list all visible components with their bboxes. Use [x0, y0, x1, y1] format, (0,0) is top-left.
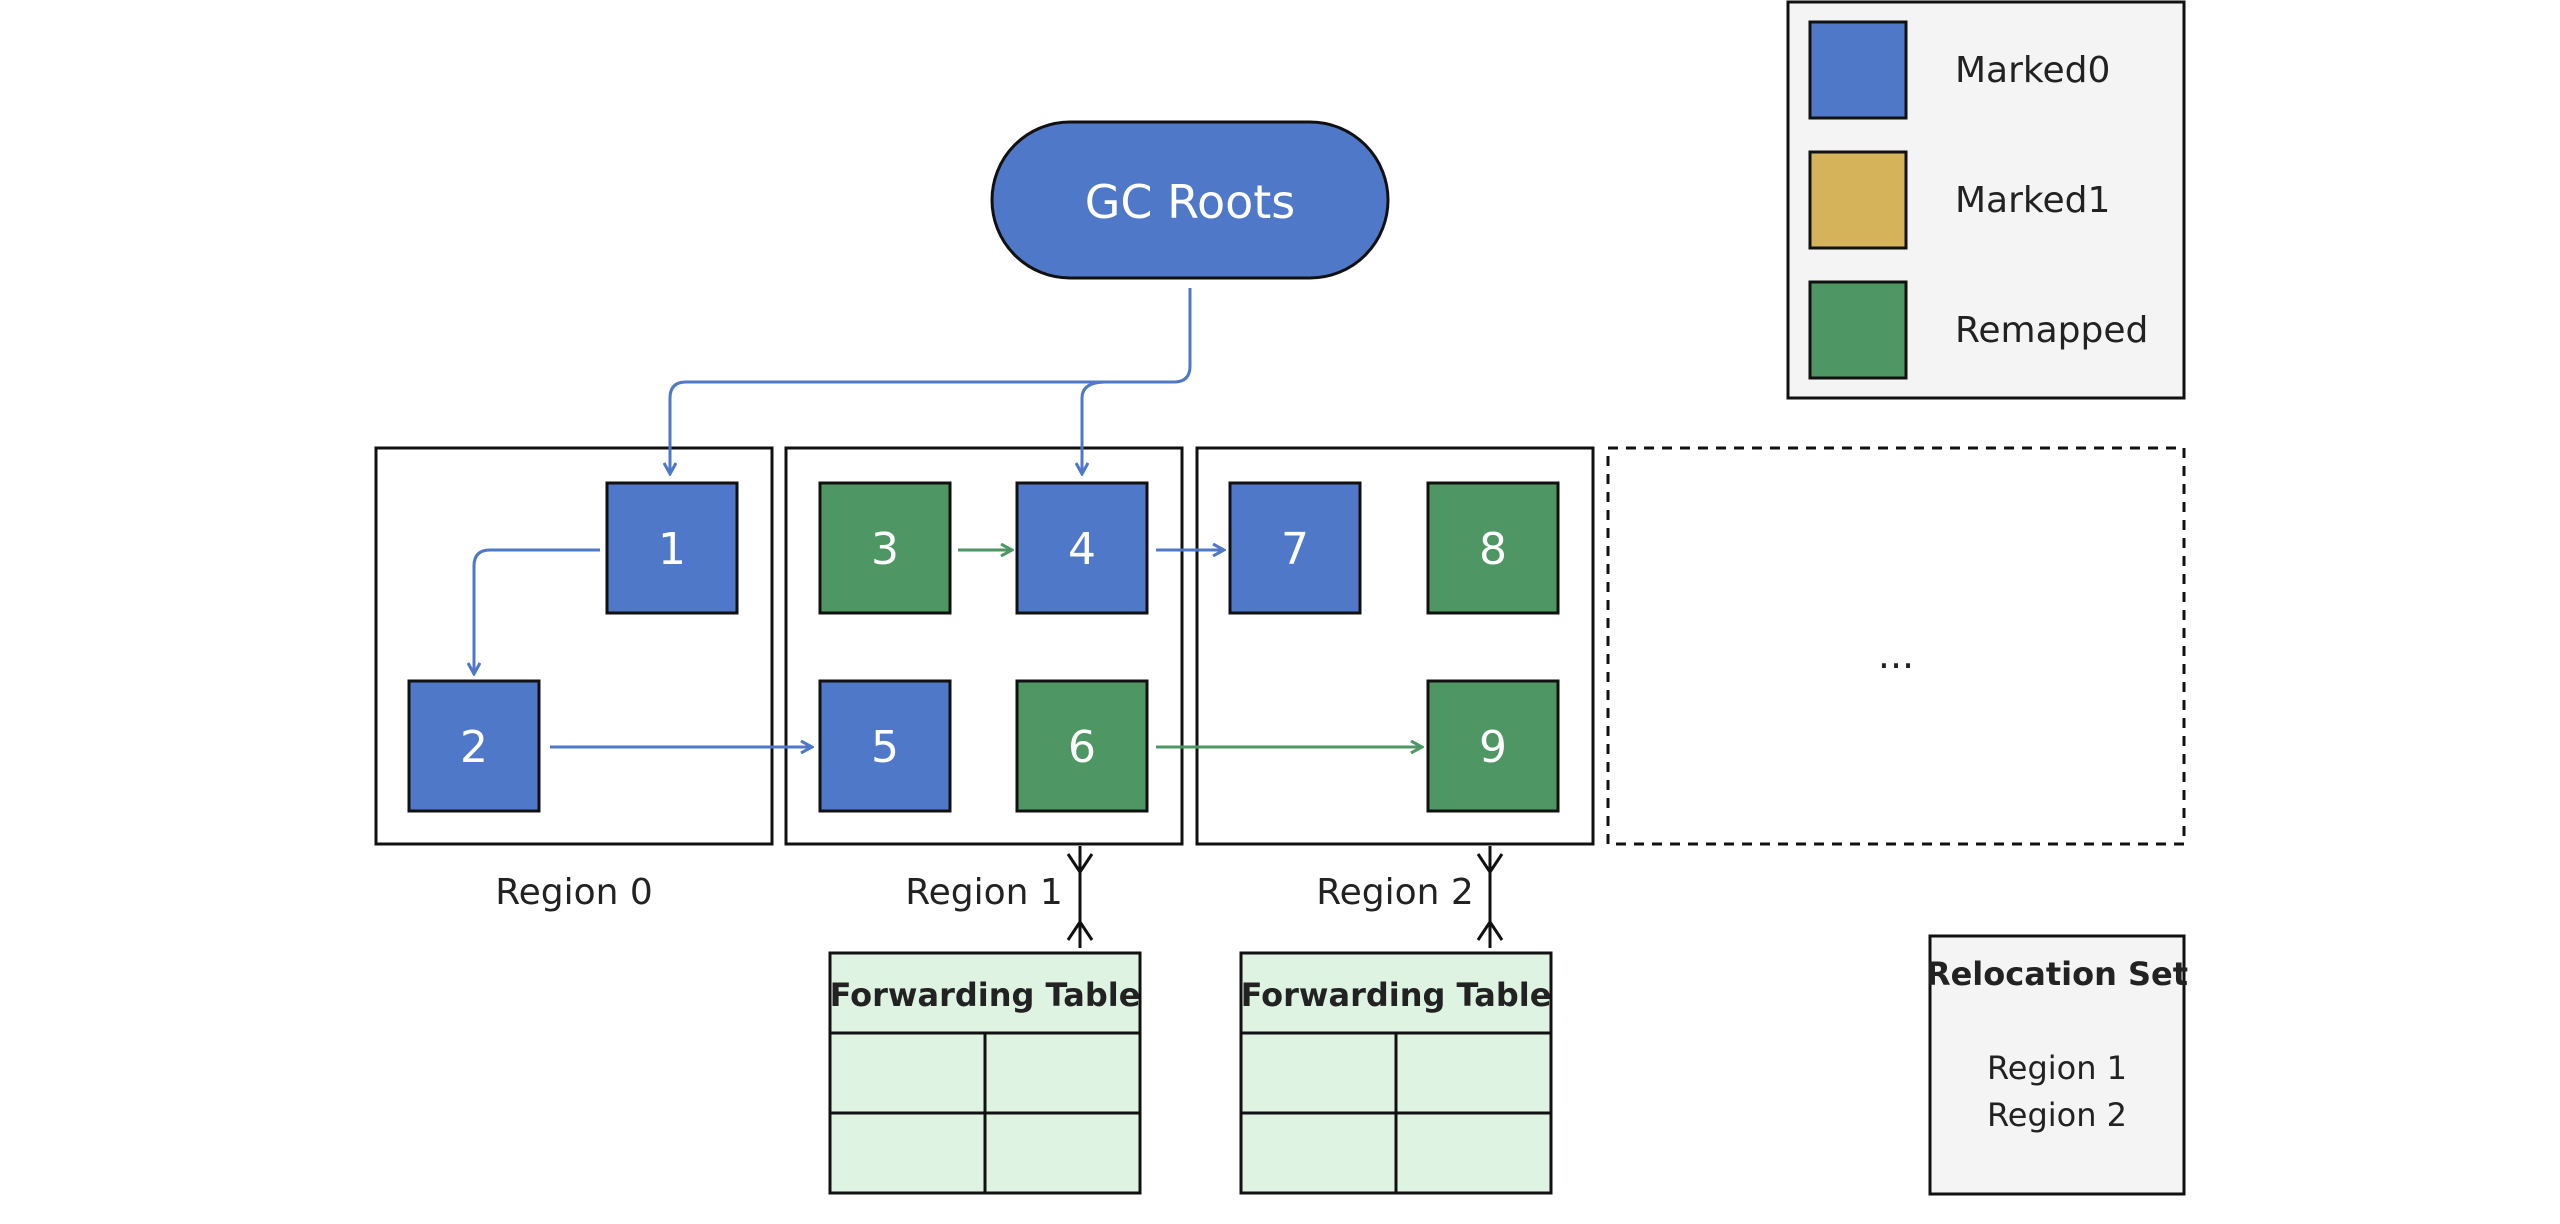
- object-5-label: 5: [871, 722, 899, 773]
- forwarding-table-2-title: Forwarding Table: [1241, 976, 1552, 1014]
- relocation-set-title: Relocation Set: [1926, 955, 2188, 993]
- legend-label-remapped: Remapped: [1955, 310, 2148, 351]
- legend-swatch-marked0: [1808, 20, 1908, 120]
- object-6: 6: [1015, 679, 1149, 813]
- relocation-set-item: Region 1: [1987, 1049, 2127, 1087]
- region-0-box: [374, 446, 774, 846]
- edge-1-to-2: [474, 548, 600, 674]
- object-7-label: 7: [1281, 524, 1309, 575]
- legend-swatch-marked1: [1808, 150, 1908, 250]
- object-5: 5: [818, 679, 952, 813]
- more-regions-ellipsis: ...: [1878, 633, 1914, 677]
- region-0-label: Region 0: [495, 872, 653, 913]
- gc-roots-label: GC Roots: [1085, 175, 1296, 229]
- object-9: 9: [1426, 679, 1560, 813]
- legend-item-marked0: Marked0: [1808, 20, 2110, 120]
- object-3: 3: [818, 481, 952, 615]
- legend: Marked0 Marked1 Remapped: [1786, 0, 2186, 400]
- forwarding-table-region-2: Forwarding Table: [1239, 951, 1553, 1195]
- connector-region-2-forwarding: [1476, 846, 1504, 948]
- legend-item-remapped: Remapped: [1808, 280, 2148, 380]
- object-3-label: 3: [871, 524, 899, 575]
- region-1-label: Region 1: [905, 872, 1063, 913]
- region-1-box: [784, 446, 1184, 846]
- relocation-set-item: Region 2: [1987, 1096, 2127, 1134]
- object-6-label: 6: [1068, 722, 1096, 773]
- legend-label-marked0: Marked0: [1955, 50, 2110, 91]
- object-2-label: 2: [460, 722, 488, 773]
- region-2-label: Region 2: [1316, 872, 1474, 913]
- region-more-box: [1606, 446, 2186, 846]
- edge-roots-to-1: [670, 288, 1192, 474]
- object-9-label: 9: [1479, 722, 1507, 773]
- region-2-box: [1195, 446, 1595, 846]
- legend-label-marked1: Marked1: [1955, 180, 2110, 221]
- object-1: 1: [605, 481, 739, 615]
- gc-roots-node: GC Roots: [990, 120, 1390, 280]
- object-8: 8: [1426, 481, 1560, 615]
- legend-swatch-remapped: [1808, 280, 1908, 380]
- legend-item-marked1: Marked1: [1808, 150, 2110, 250]
- forwarding-table-1-title: Forwarding Table: [830, 976, 1141, 1014]
- forwarding-table-region-1: Forwarding Table: [828, 951, 1142, 1195]
- object-2: 2: [407, 679, 541, 813]
- object-1-label: 1: [658, 524, 686, 575]
- object-7: 7: [1228, 481, 1362, 615]
- connector-region-1-forwarding: [1066, 846, 1094, 948]
- relocation-set: Relocation Set Region 1 Region 2: [1926, 934, 2188, 1196]
- object-8-label: 8: [1479, 524, 1507, 575]
- edge-roots-to-4: [1082, 380, 1107, 474]
- object-4: 4: [1015, 481, 1149, 615]
- object-4-label: 4: [1068, 524, 1096, 575]
